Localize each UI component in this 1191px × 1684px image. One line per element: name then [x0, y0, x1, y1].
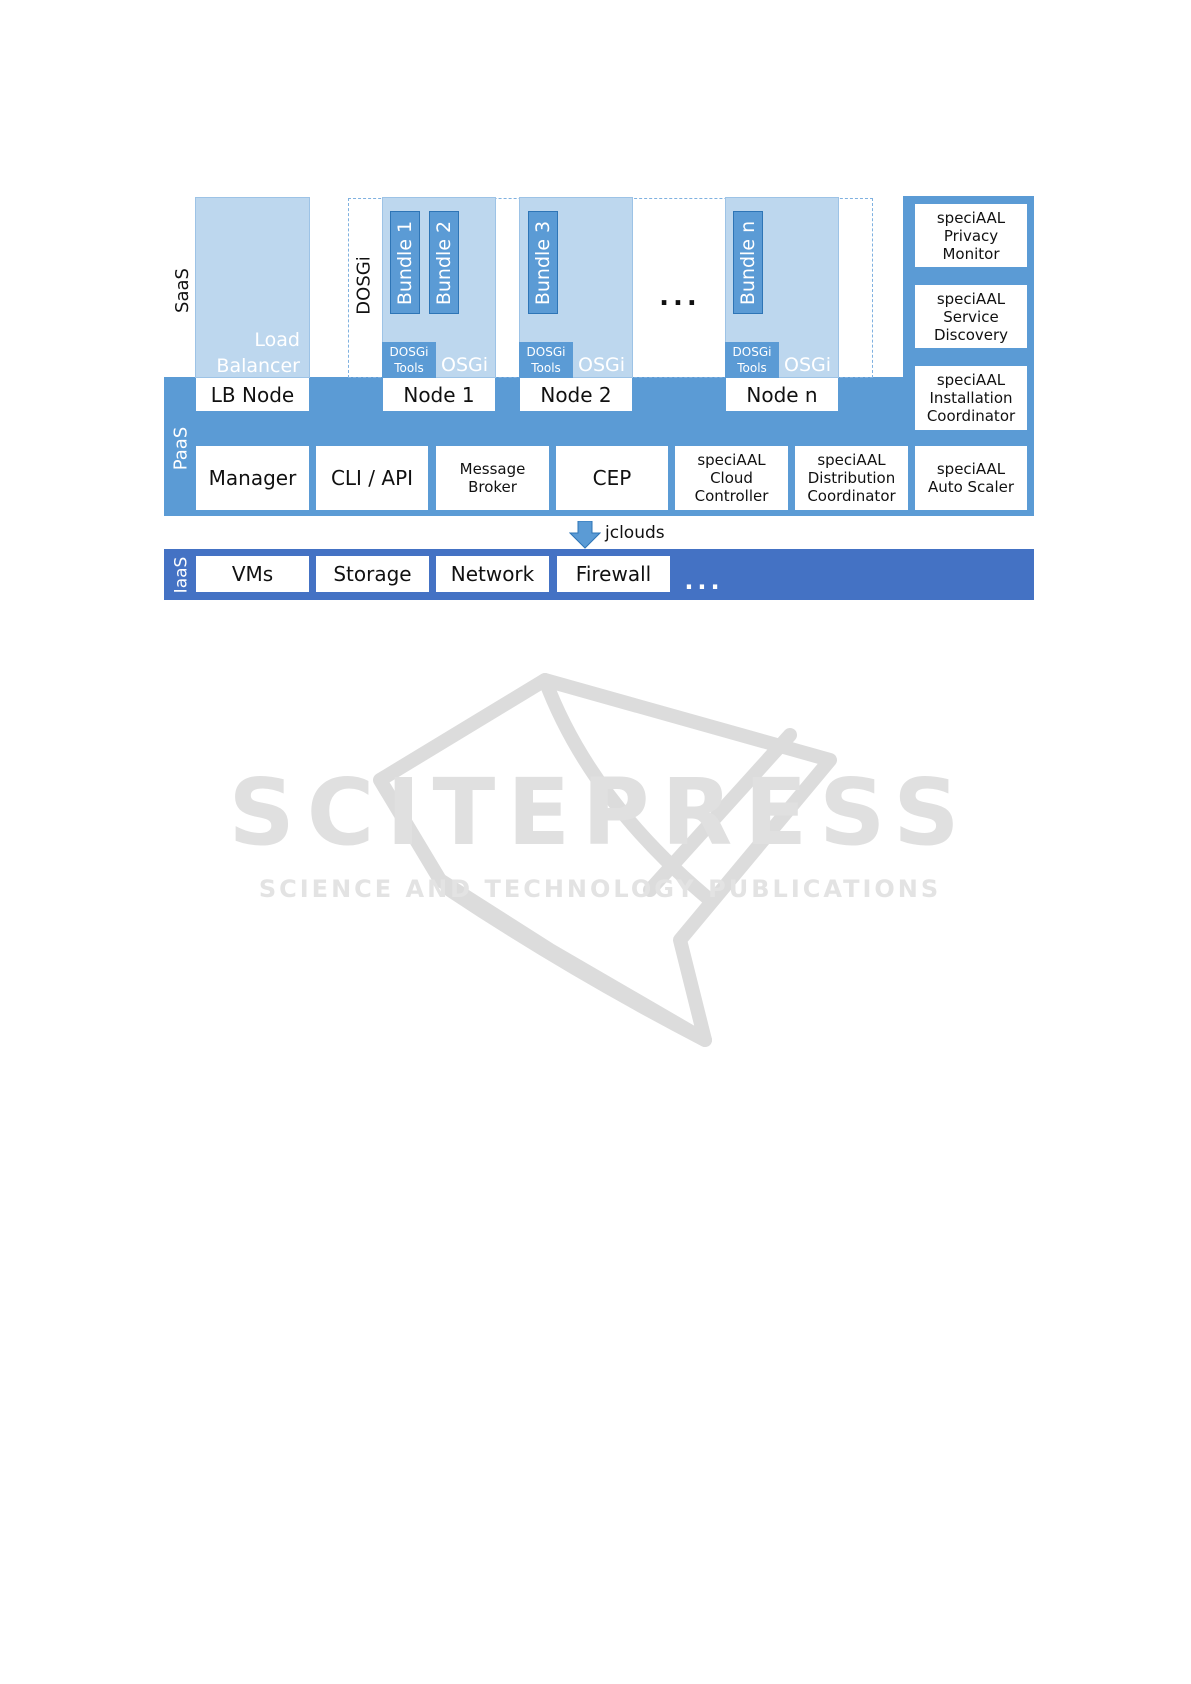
- saas-label: SaaS: [171, 267, 193, 313]
- node-n: Node n: [726, 378, 838, 411]
- cloud-controller-component: speciAAL Cloud Controller: [675, 446, 788, 510]
- watermark-title: SCITEPRESS: [228, 759, 972, 866]
- iaas-ellipsis: ...: [684, 567, 724, 595]
- privacy-monitor-component: speciAAL Privacy Monitor: [915, 204, 1027, 267]
- lb-node: LB Node: [196, 378, 309, 411]
- load-balancer-box: [195, 197, 310, 378]
- down-arrow-icon: [569, 521, 601, 549]
- watermark-subtitle: SCIENCE AND TECHNOLOGY PUBLICATIONS: [258, 875, 942, 903]
- bundle-3: Bundle 3: [528, 211, 558, 314]
- bundle-1: Bundle 1: [390, 211, 420, 314]
- load-balancer-label: Load Balancer: [216, 329, 300, 377]
- jclouds-label: jclouds: [605, 523, 665, 543]
- bundle-n: Bundle n: [733, 211, 763, 314]
- vms-item: VMs: [196, 556, 309, 592]
- installation-coordinator-component: speciAAL Installation Coordinator: [915, 366, 1027, 430]
- sciteress-watermark-logo: [373, 673, 837, 1047]
- cli-api-component: CLI / API: [316, 446, 428, 510]
- network-item: Network: [436, 556, 549, 592]
- dosgi-tools-2: DOSGi Tools: [519, 342, 573, 378]
- bundle-2: Bundle 2: [429, 211, 459, 314]
- nodes-ellipsis: ...: [659, 282, 701, 312]
- dosgi-tools-1: DOSGi Tools: [382, 342, 436, 378]
- node-2: Node 2: [520, 378, 632, 411]
- message-broker-component: Message Broker: [436, 446, 549, 510]
- osgi-label-2: OSGi: [578, 354, 626, 376]
- dosgi-label: DOSGi: [353, 255, 375, 315]
- distribution-coordinator-component: speciAAL Distribution Coordinator: [795, 446, 908, 510]
- storage-item: Storage: [316, 556, 429, 592]
- auto-scaler-component: speciAAL Auto Scaler: [915, 446, 1027, 510]
- architecture-diagram: SaaS PaaS Load Balancer DOSGi Bundle 1 B…: [0, 0, 1191, 640]
- cep-component: CEP: [556, 446, 668, 510]
- dosgi-tools-n: DOSGi Tools: [725, 342, 779, 378]
- node-1: Node 1: [383, 378, 495, 411]
- iaas-label: IaaS: [171, 556, 192, 594]
- paas-label: PaaS: [170, 426, 192, 470]
- osgi-label-n: OSGi: [784, 354, 832, 376]
- osgi-label-1: OSGi: [441, 354, 489, 376]
- manager-component: Manager: [196, 446, 309, 510]
- firewall-item: Firewall: [557, 556, 670, 592]
- service-discovery-component: speciAAL Service Discovery: [915, 285, 1027, 348]
